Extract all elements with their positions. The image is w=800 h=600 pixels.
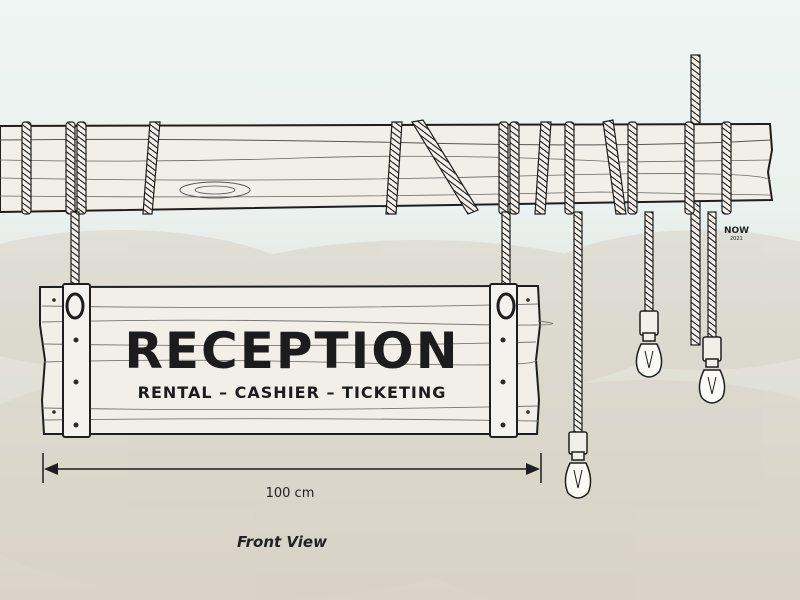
lamp-right — [698, 336, 726, 404]
view-label: Front View — [237, 533, 327, 551]
artist-signature-year: 2021 — [730, 236, 743, 242]
dimension-line — [42, 453, 542, 483]
wooden-beam — [0, 122, 774, 214]
lamp-middle — [635, 310, 663, 378]
right-bracket — [489, 283, 518, 438]
dimension-label: 100 cm — [266, 486, 315, 501]
left-bracket — [62, 283, 91, 438]
sign-board: RECEPTION RENTAL – CASHIER – TICKETING — [39, 283, 553, 438]
sign-title: RECEPTION — [124, 322, 459, 380]
lamp-left — [564, 431, 592, 499]
artist-signature: NOW — [724, 226, 749, 236]
beam-rope-wraps — [21, 119, 732, 215]
sign-subtitle: RENTAL – CASHIER – TICKETING — [138, 383, 447, 402]
